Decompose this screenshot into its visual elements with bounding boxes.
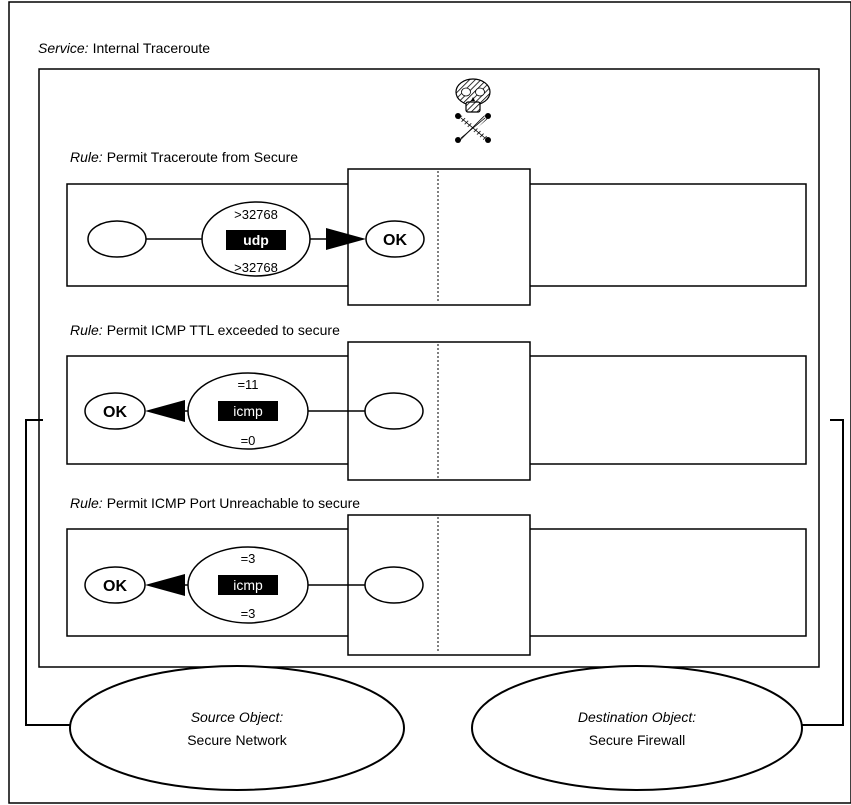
source-node bbox=[87, 220, 147, 258]
port-bottom-value: >32768 bbox=[234, 260, 278, 275]
rule-title: Rule:Permit Traceroute from Secure bbox=[70, 149, 298, 165]
rule-title: Rule:Permit ICMP TTL exceeded to secure bbox=[70, 322, 340, 338]
protocol-label: icmp bbox=[233, 403, 263, 419]
source-object-name: Secure Network bbox=[187, 732, 288, 748]
type-value: =3 bbox=[241, 551, 256, 566]
destination-object-name: Secure Firewall bbox=[589, 732, 685, 748]
code-value: =0 bbox=[241, 433, 256, 448]
protocol-label: udp bbox=[243, 232, 269, 248]
arrow-left-icon bbox=[145, 574, 185, 596]
source-object: Source Object: Secure Network bbox=[69, 665, 405, 791]
source-node bbox=[364, 566, 424, 604]
code-value: =3 bbox=[241, 606, 256, 621]
protocol-label: icmp bbox=[233, 577, 263, 593]
ok-label: OK bbox=[383, 232, 407, 249]
rule-icmp-ttl-exceeded: Rule:Permit ICMP TTL exceeded to secure … bbox=[66, 322, 807, 481]
protocol-badge bbox=[218, 401, 278, 421]
destination-connector-line bbox=[802, 419, 844, 726]
type-value: =11 bbox=[237, 377, 258, 392]
protocol-badge bbox=[218, 575, 278, 595]
rule-title: Rule:Permit ICMP Port Unreachable to sec… bbox=[70, 495, 360, 511]
source-object-prefix: Source Object: bbox=[191, 709, 284, 725]
rule-traceroute-from-secure: Rule:Permit Traceroute from Secure >3276… bbox=[66, 149, 807, 306]
outer-frame bbox=[8, 1, 851, 804]
ok-label: OK bbox=[103, 578, 127, 595]
port-top-value: >32768 bbox=[234, 207, 278, 222]
rule-icmp-port-unreachable: Rule:Permit ICMP Port Unreachable to sec… bbox=[66, 495, 807, 656]
arrow-right-icon bbox=[326, 228, 366, 250]
destination-object: Destination Object: Secure Firewall bbox=[471, 665, 803, 791]
source-object-ellipse bbox=[69, 665, 405, 791]
destination-object-ellipse bbox=[471, 665, 803, 791]
destination-node bbox=[365, 220, 425, 258]
ok-label: OK bbox=[103, 404, 127, 421]
arrow-left-icon bbox=[145, 400, 185, 422]
protocol-badge bbox=[226, 230, 286, 250]
skull-crossbones-icon bbox=[455, 78, 491, 143]
service-title: Service:Internal Traceroute bbox=[38, 40, 210, 56]
source-node bbox=[364, 392, 424, 430]
service-container bbox=[38, 68, 820, 668]
source-connector-line bbox=[25, 419, 70, 726]
destination-object-prefix: Destination Object: bbox=[578, 709, 696, 725]
